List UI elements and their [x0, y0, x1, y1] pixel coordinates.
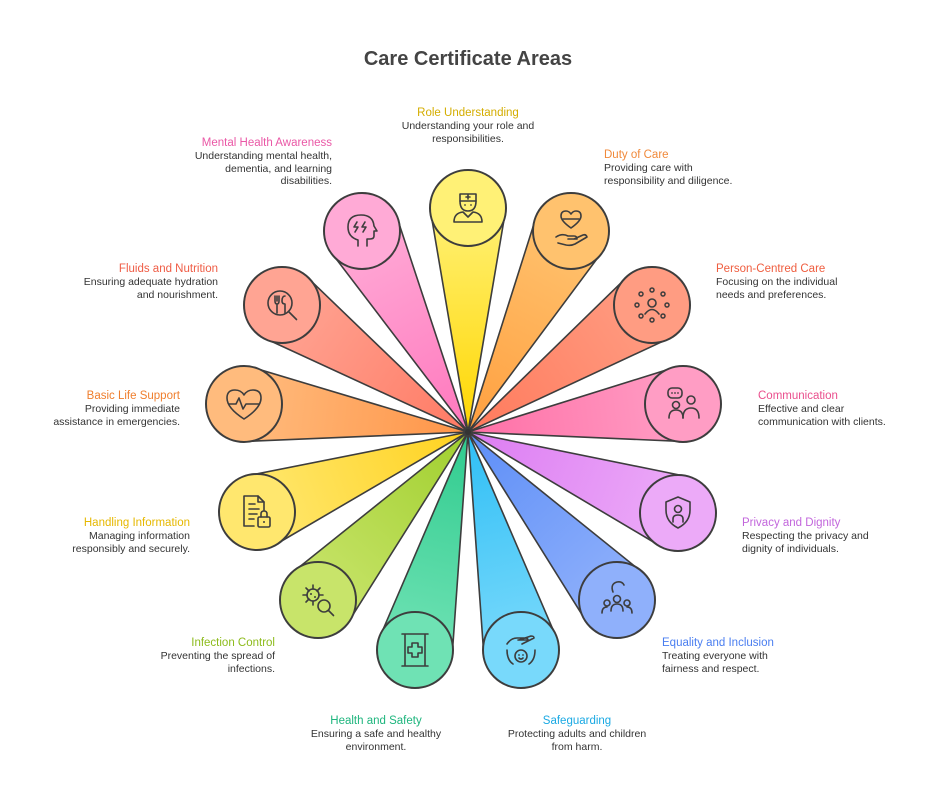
area-node-5 [639, 474, 717, 552]
area-node-3 [613, 266, 691, 344]
area-description: Managing information responsibly and sec… [72, 530, 190, 555]
brain-head-icon [347, 214, 378, 247]
area-node-11 [205, 365, 283, 443]
area-circle [279, 561, 357, 639]
area-node-1 [429, 169, 507, 247]
first-aid-icon [401, 633, 429, 667]
area-description: Ensuring a safe and healthy environment. [310, 728, 442, 753]
area-node-7 [482, 611, 560, 689]
group-people-icon [601, 581, 633, 614]
area-description: Treating everyone with fairness and resp… [662, 650, 768, 675]
area-node-8 [376, 611, 454, 689]
area-title: Safeguarding [542, 715, 612, 727]
area-title: Basic Life Support [86, 390, 180, 402]
area-description: Protecting adults and children from harm… [507, 728, 647, 753]
area-circle [613, 266, 691, 344]
area-description: Focusing on the individual needs and pre… [716, 276, 838, 301]
document-lock-icon [243, 495, 271, 528]
area-node-9 [279, 561, 357, 639]
area-node-2 [532, 192, 610, 270]
area-node-6 [578, 561, 656, 639]
area-description: Understanding mental health, dementia, a… [194, 150, 332, 187]
area-circle [205, 365, 283, 443]
area-description: Ensuring adequate hydration and nourishm… [83, 276, 218, 301]
area-title: Infection Control [191, 637, 275, 649]
area-node-12 [243, 266, 321, 344]
area-description: Effective and clear communication with c… [758, 403, 886, 428]
area-title: Mental Health Awareness [201, 137, 332, 149]
chat-people-icon [667, 387, 700, 419]
area-title: Role Understanding [417, 107, 519, 119]
heartbeat-icon [226, 389, 262, 420]
virus-search-icon [302, 584, 335, 617]
area-description: Understanding your role and responsibili… [401, 120, 535, 145]
shield-person-icon [665, 496, 691, 529]
nutrition-search-icon [267, 290, 298, 321]
area-title: Person-Centred Care [716, 263, 826, 275]
area-title: Communication [758, 390, 838, 402]
area-title: Duty of Care [604, 149, 669, 161]
area-description: Providing care with responsibility and d… [604, 162, 733, 187]
area-description: Respecting the privacy and dignity of in… [742, 530, 869, 555]
area-circle [578, 561, 656, 639]
area-circle [376, 611, 454, 689]
area-circle [323, 192, 401, 270]
area-description: Preventing the spread of infections. [160, 650, 275, 675]
area-title: Health and Safety [330, 715, 422, 727]
heart-hand-icon [555, 210, 588, 247]
area-circle [218, 473, 296, 551]
area-node-10 [218, 473, 296, 551]
area-title: Fluids and Nutrition [118, 263, 218, 275]
area-title: Handling Information [83, 517, 190, 529]
area-circle [532, 192, 610, 270]
area-node-4 [644, 365, 722, 443]
protect-child-icon [506, 635, 536, 665]
area-title: Equality and Inclusion [662, 637, 774, 649]
area-circle [429, 169, 507, 247]
area-circle [243, 266, 321, 344]
area-description: Providing immediate assistance in emerge… [53, 403, 180, 428]
diagram-title: Care Certificate Areas [363, 48, 573, 70]
nurse-icon [453, 193, 483, 223]
area-node-13 [323, 192, 401, 270]
area-circle [644, 365, 722, 443]
person-focus-icon [634, 287, 670, 323]
area-title: Privacy and Dignity [742, 517, 841, 529]
hub-dot [465, 429, 471, 435]
